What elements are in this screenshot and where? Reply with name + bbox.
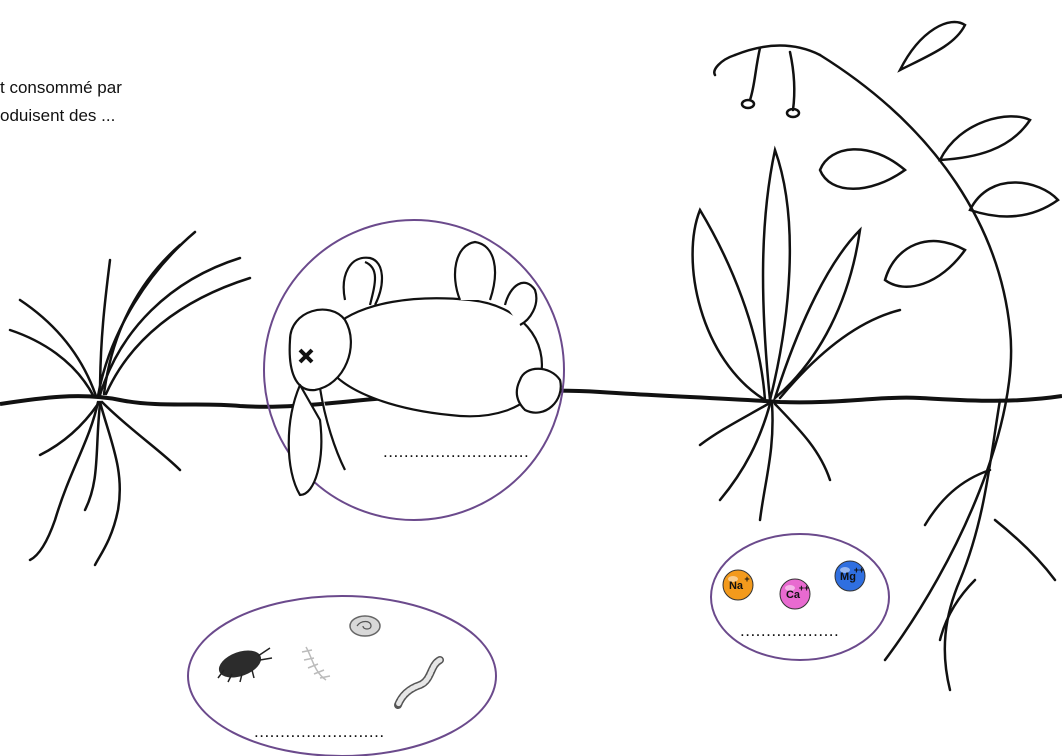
woodlouse-icon (215, 645, 272, 683)
ions-answer-blank: ................... (740, 621, 839, 641)
ion-charge-label: ++ (854, 565, 865, 575)
centipede-icon (302, 647, 330, 680)
ion-charge-label: + (744, 574, 749, 584)
ion-symbol-label: Na (729, 580, 744, 592)
ion-charge-label: ++ (799, 583, 810, 593)
earthworm-icon (398, 660, 440, 705)
snail-icon (350, 616, 380, 636)
ion-na-icon: Na+ (723, 570, 753, 600)
rabbit-answer-blank: ............................ (383, 442, 529, 462)
ion-ca-icon: Ca++ (780, 579, 810, 609)
decomposers-answer-blank: ......................... (254, 722, 385, 742)
ion-mg-icon: Mg++ (835, 561, 865, 591)
